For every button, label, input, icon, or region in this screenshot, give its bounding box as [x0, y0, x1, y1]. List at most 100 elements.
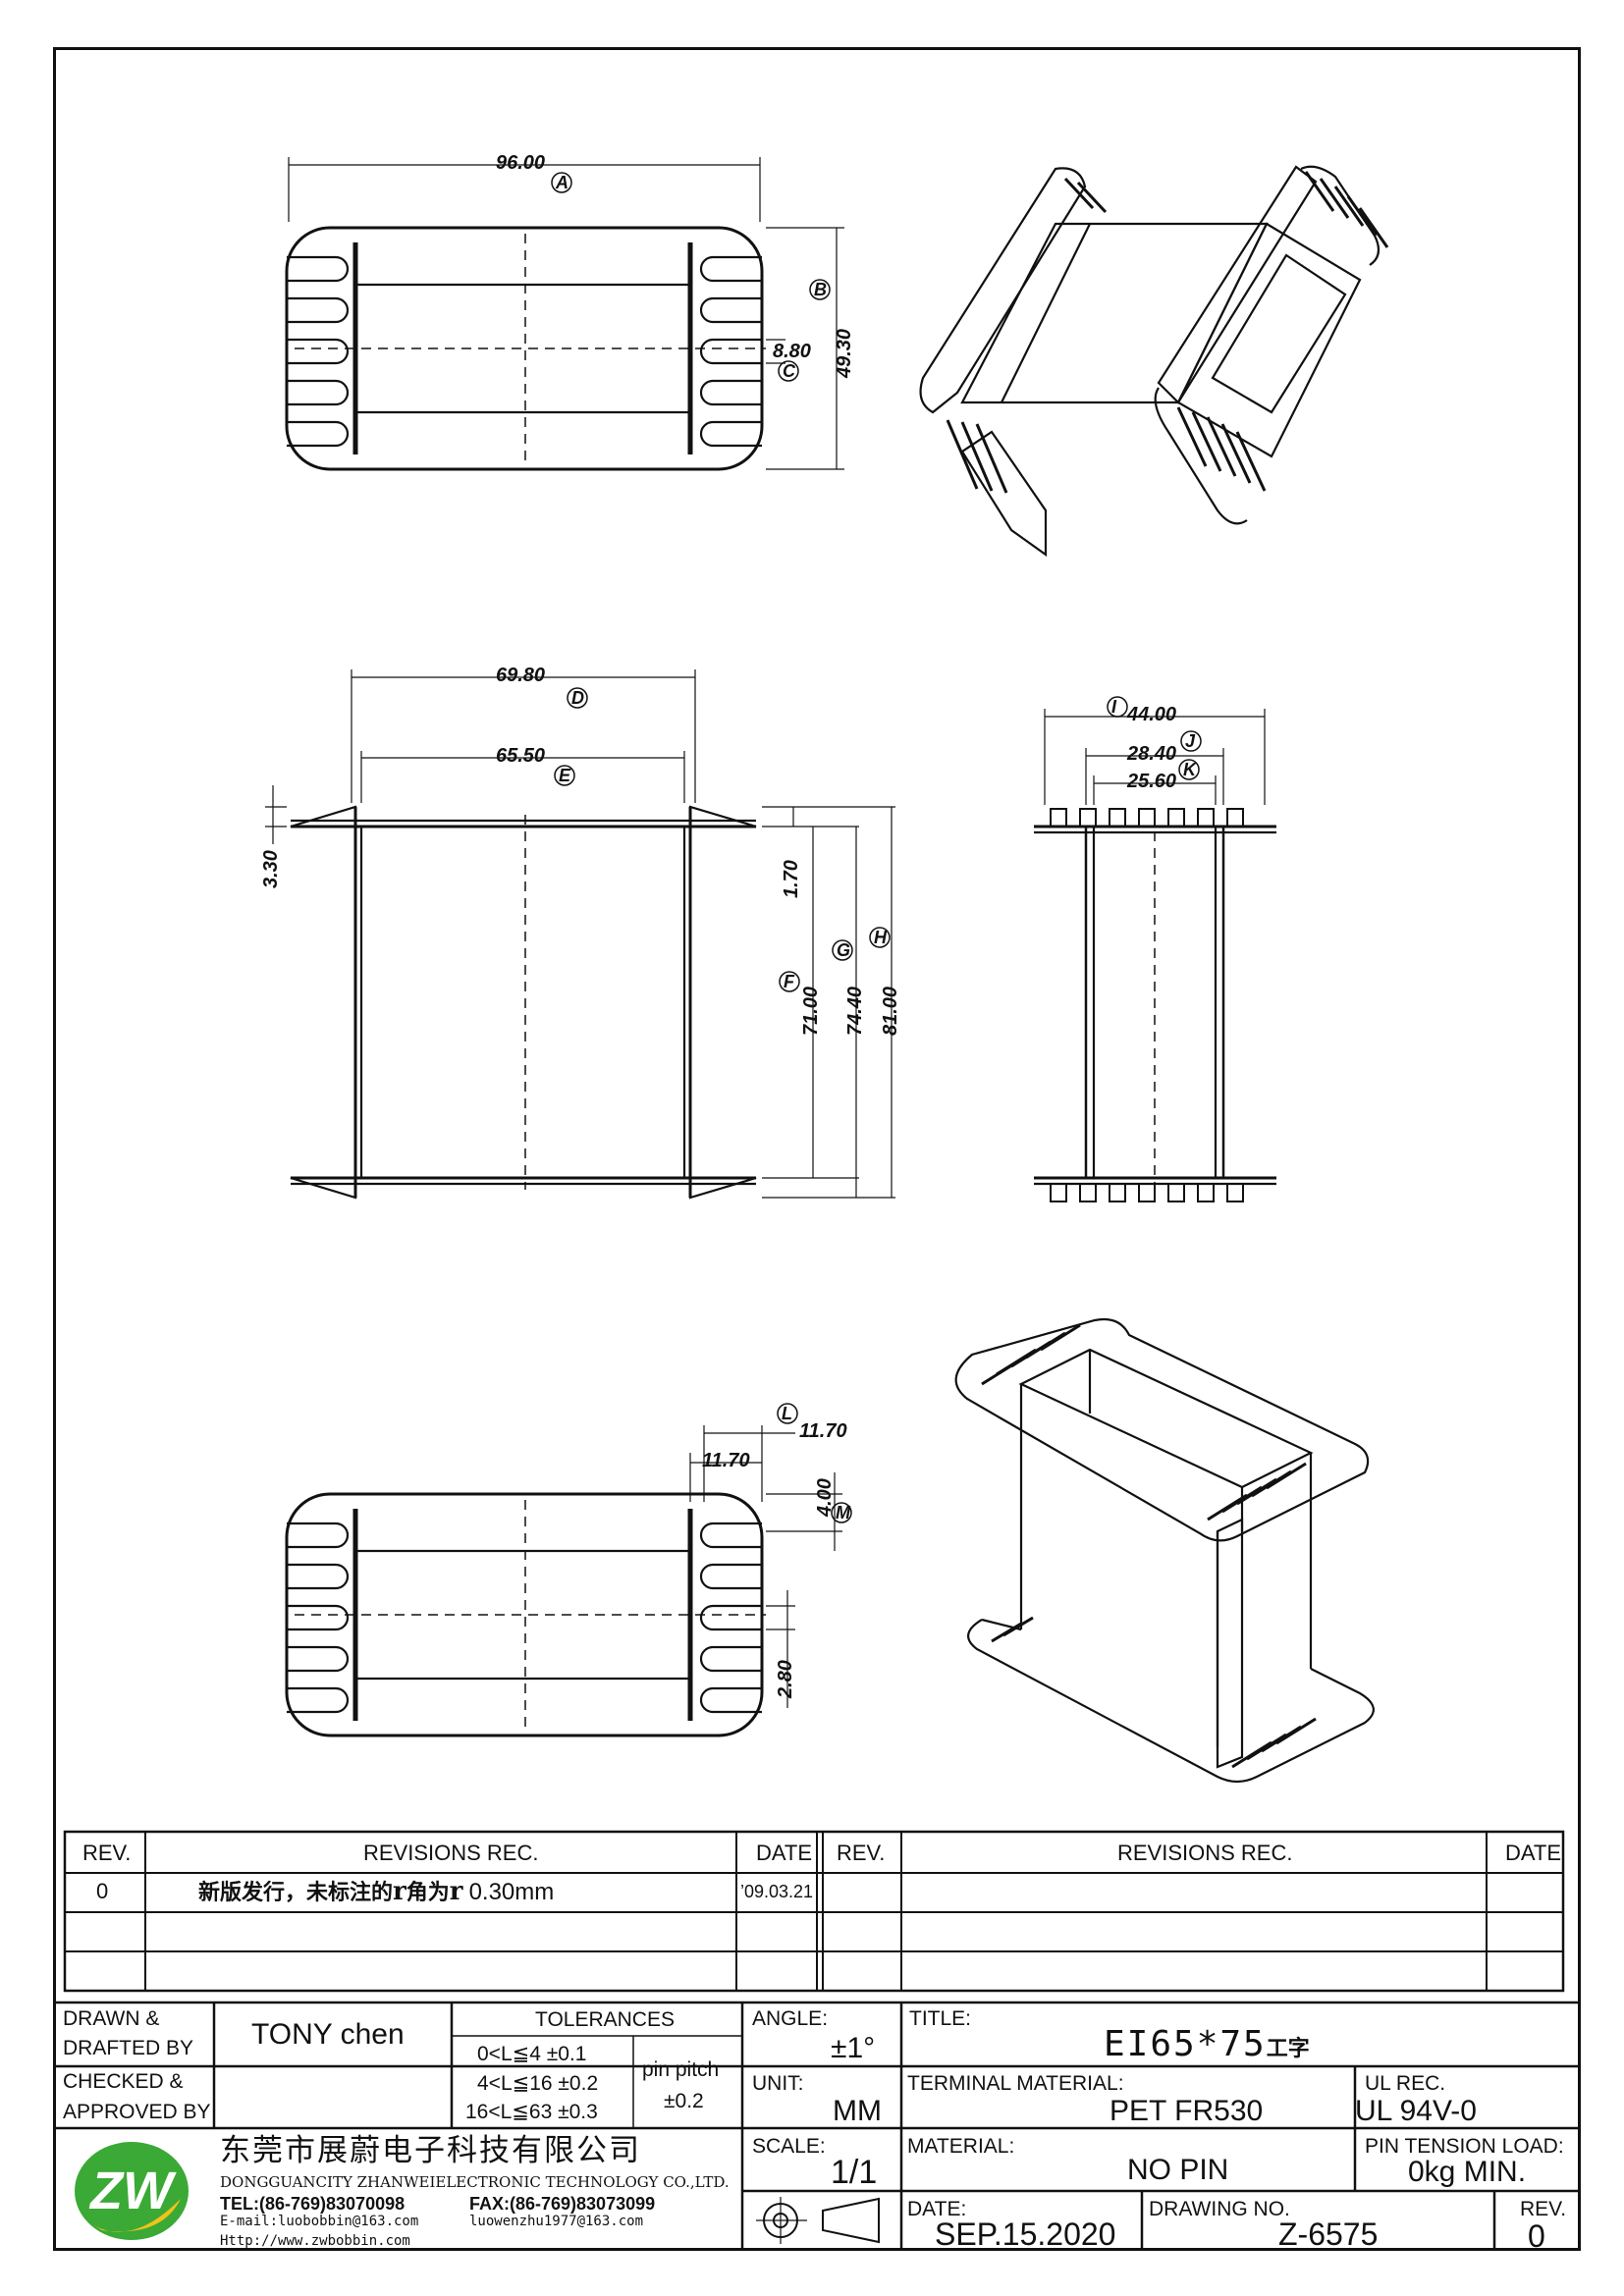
dim-l-value: 11.70: [799, 1420, 847, 1442]
drawing-no-value: Z-6575: [1278, 2216, 1379, 2252]
dim-m-value: 11.70: [702, 1450, 750, 1471]
dim-h-value: 81.00: [880, 987, 901, 1036]
projection-symbol: [756, 2197, 880, 2244]
rev-row-0-date: ’09.03.21: [740, 1882, 814, 1901]
drawn-by-value: TONY chen: [251, 2018, 405, 2051]
rev-row-0-r1: r: [393, 1877, 406, 1906]
title-label: TITLE:: [909, 2007, 972, 2030]
dim-k-tag: K: [1183, 760, 1198, 779]
dim-b-value: 49.30: [834, 329, 855, 379]
pin-tension-value: 0kg MIN.: [1408, 2156, 1527, 2188]
rev-row-0-text-cn2: 角为: [406, 1880, 450, 1905]
revisions-rec-header: REVISIONS REC.: [363, 1841, 539, 1865]
dim-f-tag: F: [784, 972, 795, 991]
rev-value: 0: [1528, 2218, 1545, 2254]
rev-row-0-r2: r: [449, 1877, 463, 1906]
scale-value: 1/1: [831, 2154, 878, 2191]
pin-tension-label: PIN TENSION LOAD:: [1365, 2135, 1564, 2158]
rev-row-0-rev: 0: [96, 1879, 109, 1903]
rev-header: REV.: [82, 1841, 132, 1865]
dim-k-value: 25.60: [1126, 771, 1176, 792]
dim-p-value: 2.80: [775, 1660, 796, 1699]
company-website: Http://www.zwbobbin.com: [220, 2233, 410, 2249]
drawing-no-label: DRAWING NO.: [1149, 2198, 1290, 2220]
title-value-wrap: EI65*75工字: [1104, 2026, 1310, 2062]
dim-g-tag: G: [837, 940, 850, 960]
terminal-material-value: PET FR530: [1110, 2095, 1264, 2127]
angle-value: ±1°: [831, 2032, 876, 2064]
dim-d-value: 69.80: [496, 665, 545, 686]
tolerance-row-1: 0<L≦4 ±0.1: [477, 2043, 587, 2065]
material-value: NO PIN: [1127, 2154, 1229, 2186]
company-email: E-mail:luobobbin@163.com: [220, 2214, 419, 2229]
pins-left: [287, 255, 350, 448]
date-header-2: DATE: [1505, 1841, 1562, 1865]
dim-a-tag: A: [555, 173, 568, 192]
pin-pitch-value: ±0.2: [664, 2090, 704, 2112]
dim-h-tag: H: [874, 928, 888, 947]
checked-label-1: CHECKED &: [63, 2070, 184, 2093]
company-tel: TEL:(86-769)83070098: [220, 2194, 406, 2214]
unit-value: MM: [833, 2095, 882, 2127]
dim-i-tag: I: [1111, 697, 1117, 717]
pin-pitch-label: pin pitch: [642, 2058, 720, 2081]
dim-top-value: 1.70: [781, 860, 802, 898]
revision-table-lines: [63, 1830, 1565, 1993]
iso-view-upper: [919, 165, 1389, 558]
dim-c-value: 8.80: [773, 341, 811, 362]
dim-n-tag: M: [836, 1503, 851, 1522]
top-view-upper: [285, 157, 844, 471]
drawing-frame: [53, 47, 1581, 2251]
terminal-material-label: TERMINAL MATERIAL:: [907, 2072, 1124, 2095]
dim-e-value: 65.50: [496, 745, 545, 767]
side-view: [1034, 696, 1276, 1202]
rev-row-0-text: 新版发行，未标注的r角为r 0.30mm: [198, 1879, 554, 1904]
rev-label: REV.: [1520, 2198, 1567, 2220]
dim-e-tag: E: [559, 766, 571, 785]
dim-n-value: 4.00: [814, 1478, 836, 1518]
drawn-label-1: DRAWN &: [63, 2007, 160, 2030]
dim-b-tag: B: [814, 280, 827, 299]
front-view: [265, 669, 895, 1200]
dim-a-value: 96.00: [496, 152, 545, 174]
tolerances-label: TOLERANCES: [535, 2008, 675, 2031]
scale-label: SCALE:: [752, 2135, 826, 2158]
dim-c-tag: C: [783, 361, 796, 381]
checked-label-2: APPROVED BY: [63, 2101, 211, 2123]
dim-f-value: 71.00: [800, 987, 822, 1036]
rev-row-0-text-num: 0.30mm: [468, 1879, 555, 1905]
ul-rec-value: UL 94V-0: [1355, 2095, 1477, 2127]
dim-d-tag: D: [571, 688, 584, 708]
tolerance-row-2: 4<L≦16 ±0.2: [477, 2072, 599, 2095]
title-value: EI65*75: [1104, 2024, 1267, 2064]
company-email-2: luowenzhu1977@163.com: [469, 2214, 644, 2229]
dim-l-tag: L: [782, 1404, 792, 1423]
revisions-rec-header-2: REVISIONS REC.: [1117, 1841, 1293, 1865]
date-header: DATE: [756, 1841, 813, 1865]
material-label: MATERIAL:: [907, 2135, 1015, 2158]
unit-label: UNIT:: [752, 2072, 804, 2095]
company-name-en: DONGGUANCITY ZHANWEIELECTRONIC TECHNOLOG…: [220, 2173, 730, 2191]
company-logo-mark: ZW: [75, 2142, 189, 2240]
tolerance-row-3: 16<L≦63 ±0.3: [465, 2101, 598, 2123]
company-logo: ZW: [73, 2140, 190, 2242]
date-label: DATE:: [907, 2198, 967, 2220]
logo-letters: ZW: [88, 2162, 177, 2220]
ul-rec-label: UL REC.: [1365, 2072, 1446, 2095]
iso-view-lower: [954, 1317, 1375, 1784]
title-block-lines: [55, 2001, 1579, 2248]
bottom-view: [285, 1403, 852, 1737]
date-value: SEP.15.2020: [935, 2216, 1116, 2252]
company-name-cn: 东莞市展蔚电子科技有限公司: [220, 2133, 641, 2168]
company-fax: FAX:(86-769)83073099: [469, 2194, 656, 2214]
dim-j-value: 28.40: [1126, 743, 1176, 765]
drawn-label-2: DRAFTED BY: [63, 2037, 194, 2059]
title-cn: 工字: [1266, 2036, 1310, 2061]
rev-header-2: REV.: [837, 1841, 886, 1865]
dim-j-tag: J: [1185, 731, 1196, 751]
angle-label: ANGLE:: [752, 2007, 829, 2030]
pins-right: [699, 255, 762, 448]
dim-g-value: 74.40: [844, 987, 866, 1036]
